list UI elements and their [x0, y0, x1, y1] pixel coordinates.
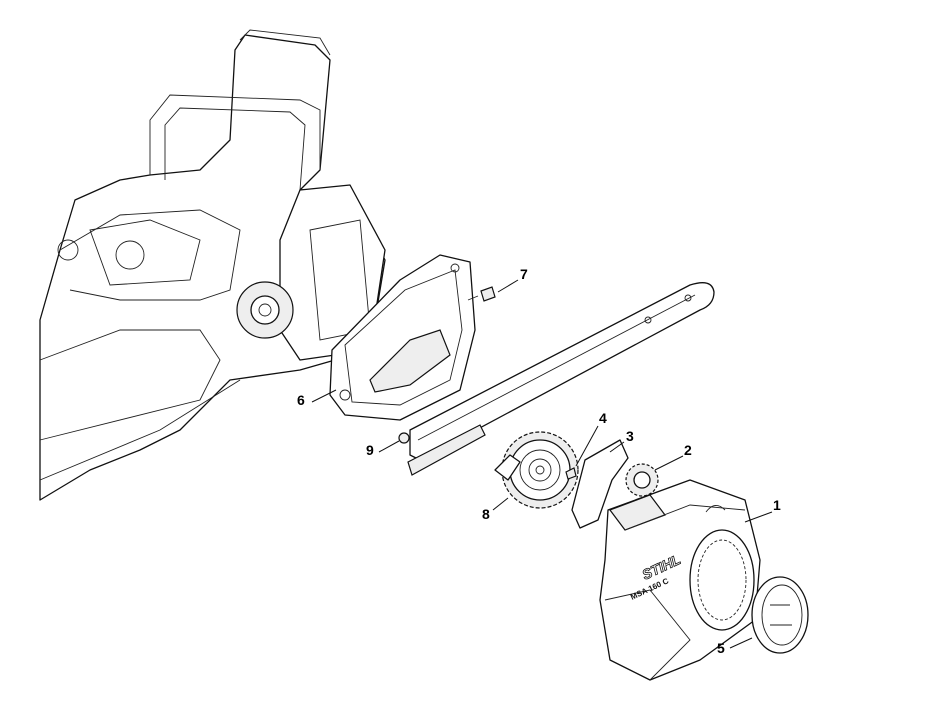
- screw-4: [565, 467, 577, 480]
- callout-2: 2: [684, 442, 692, 458]
- callout-7: 7: [520, 266, 528, 282]
- callout-1: 1: [773, 497, 781, 513]
- callout-9: 9: [366, 442, 374, 458]
- callout-5: 5: [717, 640, 725, 656]
- tensioning-wheel: [494, 431, 579, 509]
- guide-bar: [407, 282, 715, 476]
- sprocket-cover: STIHL MSA 160 C: [599, 479, 761, 681]
- callout-8: 8: [482, 506, 490, 522]
- screw-7: [467, 286, 496, 302]
- knob: [625, 463, 659, 497]
- chain-catcher-plate: [571, 439, 629, 529]
- side-plate: [329, 254, 476, 421]
- tensioner-cap: [751, 576, 809, 654]
- nut-9: [398, 432, 410, 444]
- callout-4: 4: [599, 410, 607, 426]
- callout-6: 6: [297, 392, 305, 408]
- chainsaw-body: [39, 29, 386, 501]
- callout-3: 3: [626, 428, 634, 444]
- leader-lines: [311, 279, 773, 649]
